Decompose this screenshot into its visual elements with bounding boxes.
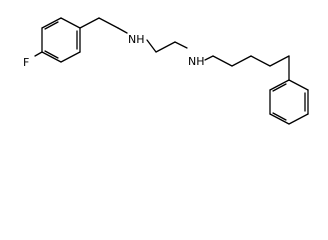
bond xyxy=(231,55,252,67)
bond xyxy=(41,51,62,63)
bond xyxy=(155,41,176,53)
bond xyxy=(117,27,128,34)
bond xyxy=(41,17,62,29)
bond xyxy=(98,17,119,29)
bond xyxy=(272,112,287,121)
bond xyxy=(34,51,43,57)
structure-svg: F NH NH xyxy=(23,17,309,125)
bond xyxy=(204,55,214,61)
amine-right-label: NH xyxy=(188,55,205,68)
bond xyxy=(269,55,290,67)
bond xyxy=(44,21,59,30)
bond xyxy=(146,39,157,53)
bond-lines xyxy=(34,17,309,125)
fluorine-label: F xyxy=(23,56,29,69)
bond xyxy=(174,41,188,49)
molecule-diagram: F NH NH xyxy=(23,17,309,125)
bond xyxy=(60,17,81,29)
bond xyxy=(44,50,59,59)
bond xyxy=(250,55,271,67)
bond xyxy=(288,113,309,125)
bond xyxy=(79,17,100,29)
amine-left-label: NH xyxy=(128,33,145,46)
bond xyxy=(269,79,290,91)
bond xyxy=(212,55,233,67)
bond xyxy=(60,51,81,63)
bond xyxy=(269,113,290,125)
bond xyxy=(272,83,287,92)
bond xyxy=(288,79,309,91)
